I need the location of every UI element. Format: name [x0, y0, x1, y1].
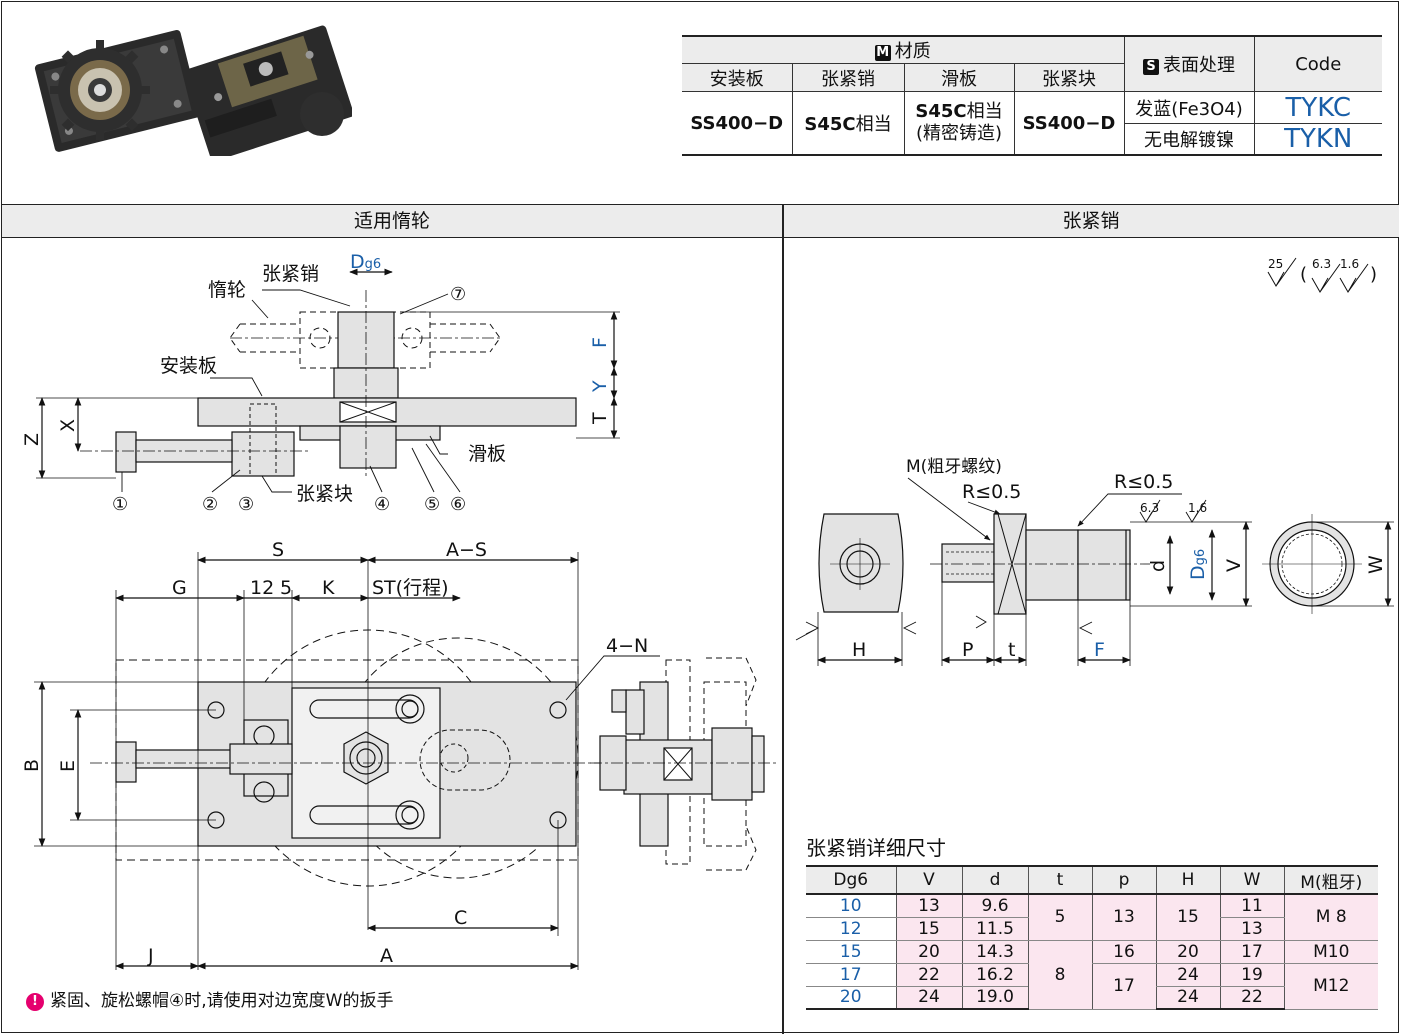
th-d: d [961, 865, 1028, 895]
label-r1: R≤0.5 [962, 481, 1021, 503]
th-dg6: Dg6 [806, 865, 896, 895]
material-badge-icon: M [874, 45, 891, 61]
material-slide-plate: S45C相当(精密铸造) [903, 91, 1014, 156]
label-G: G [172, 577, 187, 599]
section-divider [782, 204, 784, 1034]
label-F-pin: F [1094, 639, 1105, 661]
callout-5: ⑤ [424, 494, 440, 515]
col-mount-plate: 安装板 [682, 63, 792, 92]
plan-view [34, 552, 660, 970]
table-row: 20 24 19.0 24 22 [806, 986, 1378, 1010]
code-2: TYKN [1253, 123, 1382, 156]
roughness-63: 6.3 [1312, 257, 1331, 271]
detail-header-row: Dg6 V d t p H W M(粗牙) [806, 865, 1378, 895]
label-Dg6: Dg6 [1187, 549, 1209, 580]
label-d: d [1147, 560, 1169, 572]
label-J: J [147, 945, 154, 967]
warning-icon: ! [26, 993, 44, 1011]
label-r63: 6.3 [1140, 501, 1159, 515]
label-ST: ST(行程) [372, 577, 449, 599]
label-V: V [1223, 559, 1245, 572]
label-S: S [272, 539, 284, 561]
label-E: E [57, 760, 79, 772]
roughness-16: 1.6 [1340, 257, 1359, 271]
th-p: p [1091, 865, 1156, 895]
callout-6: ⑥ [450, 494, 466, 515]
treatment-2: 无电解镀镍 [1123, 123, 1254, 156]
callout-4: ④ [374, 494, 390, 515]
label-B: B [21, 759, 43, 772]
label-A-S: A−S [446, 539, 487, 561]
roughness-25: 25 [1268, 257, 1283, 271]
callout-2: ② [202, 494, 218, 515]
th-t: t [1027, 865, 1092, 895]
label-T: T [589, 412, 611, 425]
section-header-pin: 张紧销 [783, 204, 1399, 238]
label-t: t [1008, 639, 1015, 661]
label-X: X [57, 419, 79, 432]
material-mount-plate: SS400−D [682, 91, 792, 156]
drawing-labels: Dg6 张紧销 惰轮 安装板 滑板 张紧块 F Y T Z X ① ② ③ ④ … [21, 251, 1387, 967]
label-5: 5 [280, 577, 292, 599]
label-tension-block: 张紧块 [296, 483, 353, 505]
th-h: H [1155, 865, 1220, 895]
table-row: 10 13 9.6 5 13 15 11 M 8 [806, 894, 1378, 941]
label-slide-plate: 滑板 [468, 443, 506, 465]
label-K: K [322, 577, 335, 599]
label-thread: M(粗牙螺纹) [906, 457, 1002, 477]
pin-detail [795, 257, 1394, 666]
detail-title: 张紧销详细尺寸 [806, 836, 946, 860]
code-1: TYKC [1253, 91, 1382, 124]
label-r16: 1.6 [1188, 501, 1207, 515]
table-row: 17 22 16.2 17 24 19 M12 [806, 963, 1378, 1010]
label-W: W [1365, 555, 1387, 574]
side-view [36, 268, 620, 493]
callout-7: ⑦ [450, 284, 466, 305]
th-m: M(粗牙) [1283, 865, 1378, 895]
label-tension-pin: 张紧销 [262, 263, 319, 285]
th-w: W [1219, 865, 1284, 895]
paren-close: ) [1370, 264, 1377, 285]
usage-note: ! 紧固、旋松螺帽④时,请使用对边宽度W的扳手 [26, 986, 393, 1011]
treatment-1: 发蓝(Fe3O4) [1123, 91, 1254, 124]
label-idler: 惰轮 [208, 279, 246, 301]
label-Y: Y [589, 380, 611, 393]
label-H: H [852, 639, 866, 661]
col-slide-plate: 滑板 [903, 63, 1014, 92]
label-A: A [380, 945, 393, 967]
label-C: C [454, 907, 467, 929]
label-r2: R≤0.5 [1114, 471, 1173, 493]
col-tension-pin: 张紧销 [791, 63, 904, 92]
paren-open: ( [1300, 264, 1307, 285]
detail-table: Dg6 V d t p H W M(粗牙) 10 13 9.6 5 13 15 … [806, 865, 1378, 1010]
side-elevation [590, 657, 776, 871]
label-mount-plate: 安装板 [160, 355, 217, 377]
label-F: F [589, 337, 611, 348]
code-header: Code [1253, 35, 1382, 92]
label-Z: Z [21, 433, 43, 446]
label-dg6: Dg6 [350, 251, 381, 273]
label-P: P [962, 639, 973, 661]
material-tension-pin: S45C相当 [791, 91, 904, 156]
th-v: V [895, 865, 962, 895]
table-row: 15 20 14.3 8 16 20 17 M10 [806, 940, 1378, 1010]
callout-3: ③ [238, 494, 254, 515]
surface-badge-icon: S [1143, 59, 1159, 75]
label-4N: 4−N [606, 635, 648, 657]
callout-1: ① [112, 494, 128, 515]
col-tension-block: 张紧块 [1013, 63, 1124, 92]
material-tension-block: SS400−D [1013, 91, 1124, 156]
label-12: 12 [250, 577, 274, 599]
table-row: 12 15 11.5 13 [806, 917, 1378, 941]
note-text: 紧固、旋松螺帽④时,请使用对边宽度W的扳手 [50, 991, 394, 1011]
section-header-idler: 适用惰轮 [2, 204, 782, 238]
product-photo [34, 25, 352, 156]
